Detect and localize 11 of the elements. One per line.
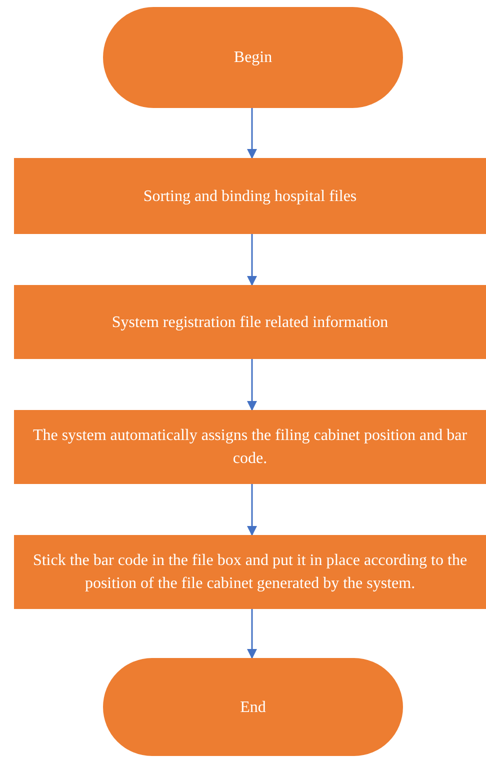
- arrow: [247, 484, 257, 536]
- arrow: [247, 359, 257, 411]
- arrow: [247, 108, 257, 159]
- process-box: System registration file related information: [14, 285, 486, 359]
- arrow: [247, 609, 257, 659]
- process-box: Sorting and binding hospital files: [14, 158, 486, 234]
- arrow: [247, 234, 257, 286]
- process-box: Stick the bar code in the file box and put it in place according to the position of the file cabinet generated by the system.: [14, 535, 486, 609]
- process-box: The system automatically assigns the filing cabinet position and bar code.: [14, 410, 486, 484]
- terminal-shape: Begin: [103, 7, 403, 108]
- terminal-shape: End: [103, 658, 403, 756]
